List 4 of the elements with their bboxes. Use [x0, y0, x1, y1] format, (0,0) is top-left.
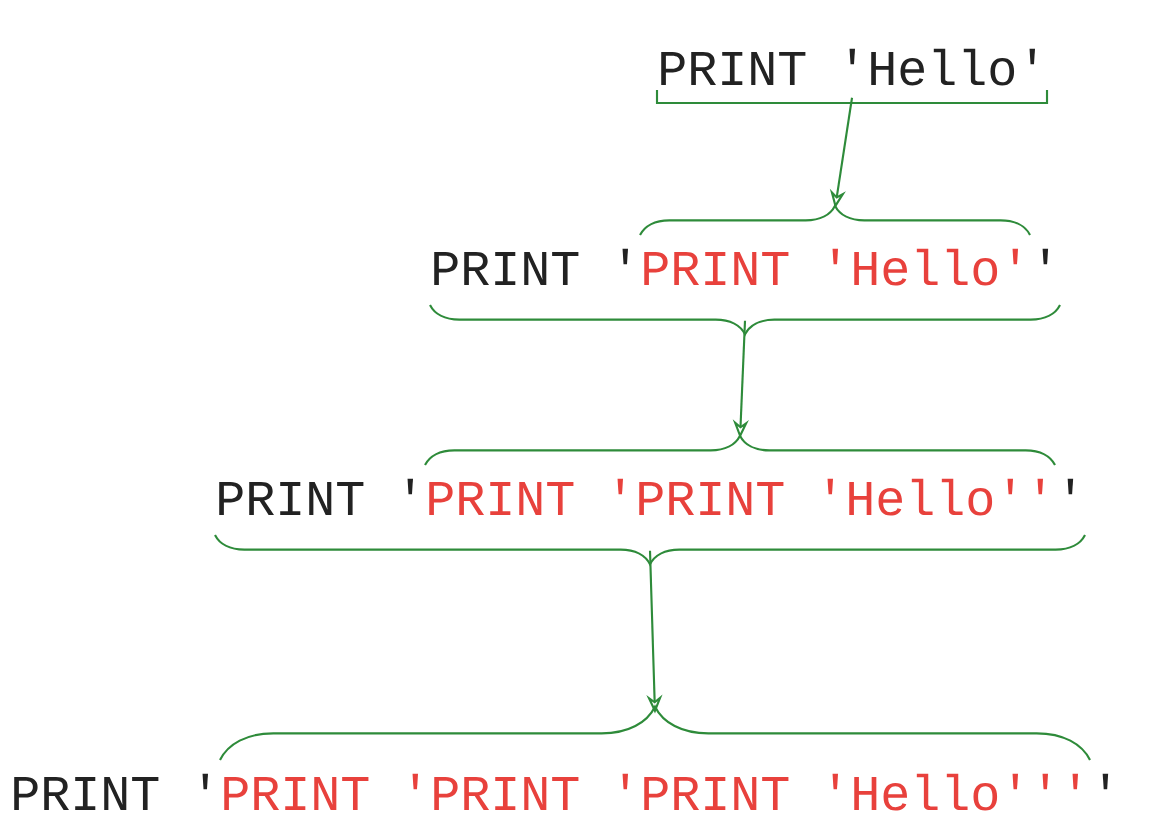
code-line: PRINT ' PRINT 'PRINT 'Hello'' ': [219, 478, 1074, 516]
code-line: PRINT 'Hello': [661, 48, 1035, 86]
code-line: PRINT ' PRINT 'PRINT 'PRINT 'Hello''' ': [14, 773, 1109, 811]
code-line: PRINT ' PRINT 'Hello' ': [434, 248, 1049, 286]
